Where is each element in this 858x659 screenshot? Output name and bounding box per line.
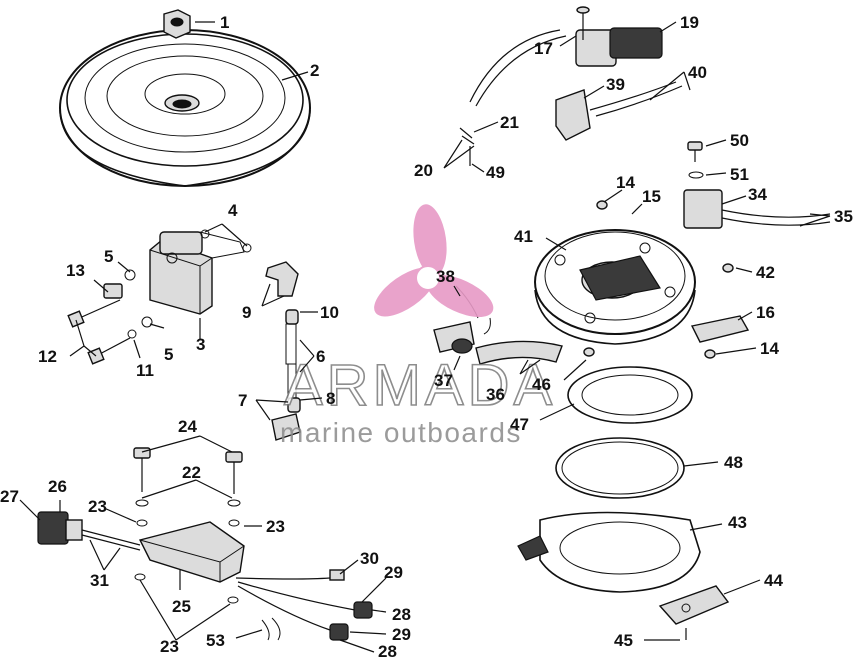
callout-6: 6: [316, 347, 325, 366]
retaining-ring: [567, 366, 693, 424]
callout-12: 12: [38, 347, 57, 366]
callout-17: 17: [534, 39, 553, 58]
callout-5b: 5: [164, 345, 173, 364]
callout-40: 40: [688, 63, 707, 82]
callout-28a: 28: [392, 605, 411, 624]
callout-42: 42: [756, 263, 775, 282]
callout-5a: 5: [104, 247, 113, 266]
sensor-assembly: [469, 6, 683, 141]
callout-47: 47: [510, 415, 529, 434]
callout-labels: 1 2 3 4 5 5 6 7 8 9 10 11 12 13 14 14 15…: [0, 13, 853, 659]
support-ring: [555, 437, 685, 499]
throttle-cam: [658, 585, 730, 640]
callout-46: 46: [532, 375, 551, 394]
callout-45: 45: [614, 631, 633, 650]
callout-27: 27: [0, 487, 19, 506]
callout-51: 51: [730, 165, 749, 184]
callout-34: 34: [748, 185, 767, 204]
power-pack: [138, 521, 245, 583]
callout-22: 22: [182, 463, 201, 482]
flywheel-nut: [163, 9, 191, 39]
callout-41: 41: [514, 227, 533, 246]
callout-4: 4: [228, 201, 238, 220]
callout-7: 7: [238, 391, 247, 410]
link-parts: [433, 285, 563, 365]
callout-16: 16: [756, 303, 775, 322]
callout-31: 31: [90, 571, 109, 590]
callout-10: 10: [320, 303, 339, 322]
callout-21: 21: [500, 113, 519, 132]
callout-43: 43: [728, 513, 747, 532]
callout-25: 25: [172, 597, 191, 616]
callout-23c: 23: [160, 637, 179, 656]
callout-8: 8: [326, 389, 335, 408]
callout-26: 26: [48, 477, 67, 496]
spark-plug-boot-and-lead: [265, 261, 301, 441]
watermark-brand: ARMADA: [284, 353, 556, 418]
callout-14a: 14: [616, 173, 635, 192]
timer-base: [534, 229, 696, 345]
callout-50: 50: [730, 131, 749, 150]
callout-38: 38: [436, 267, 455, 286]
callout-1: 1: [220, 13, 229, 32]
callout-28b: 28: [378, 642, 397, 659]
callout-44: 44: [764, 571, 783, 590]
callout-15: 15: [642, 187, 661, 206]
callout-29a: 29: [384, 563, 403, 582]
callout-36: 36: [486, 385, 505, 404]
callout-19: 19: [680, 13, 699, 32]
power-pack-harness: [37, 511, 373, 641]
callout-23b: 23: [266, 517, 285, 536]
flywheel: [59, 29, 311, 187]
callout-23a: 23: [88, 497, 107, 516]
callout-9: 9: [242, 303, 251, 322]
callout-48: 48: [724, 453, 743, 472]
screws-14-15-42-46: [583, 200, 750, 359]
callout-29b: 29: [392, 625, 411, 644]
callout-11: 11: [136, 361, 154, 380]
leader-lines: [19, 21, 831, 653]
ignition-coil: [149, 231, 245, 315]
callout-49: 49: [486, 163, 505, 182]
armada-logo: [374, 204, 494, 318]
callout-3: 3: [196, 335, 205, 354]
callout-13: 13: [66, 261, 85, 280]
callout-24: 24: [178, 417, 197, 436]
rectifier: [683, 141, 831, 229]
callout-35: 35: [834, 207, 853, 226]
callout-2: 2: [310, 61, 319, 80]
callout-14b: 14: [760, 339, 779, 358]
armature-plate: [517, 511, 701, 593]
callout-39: 39: [606, 75, 625, 94]
watermark-tagline: marine outboards: [280, 417, 522, 448]
callout-20: 20: [414, 161, 433, 180]
callout-30: 30: [360, 549, 379, 568]
callout-53: 53: [206, 631, 225, 650]
callout-37: 37: [434, 371, 453, 390]
